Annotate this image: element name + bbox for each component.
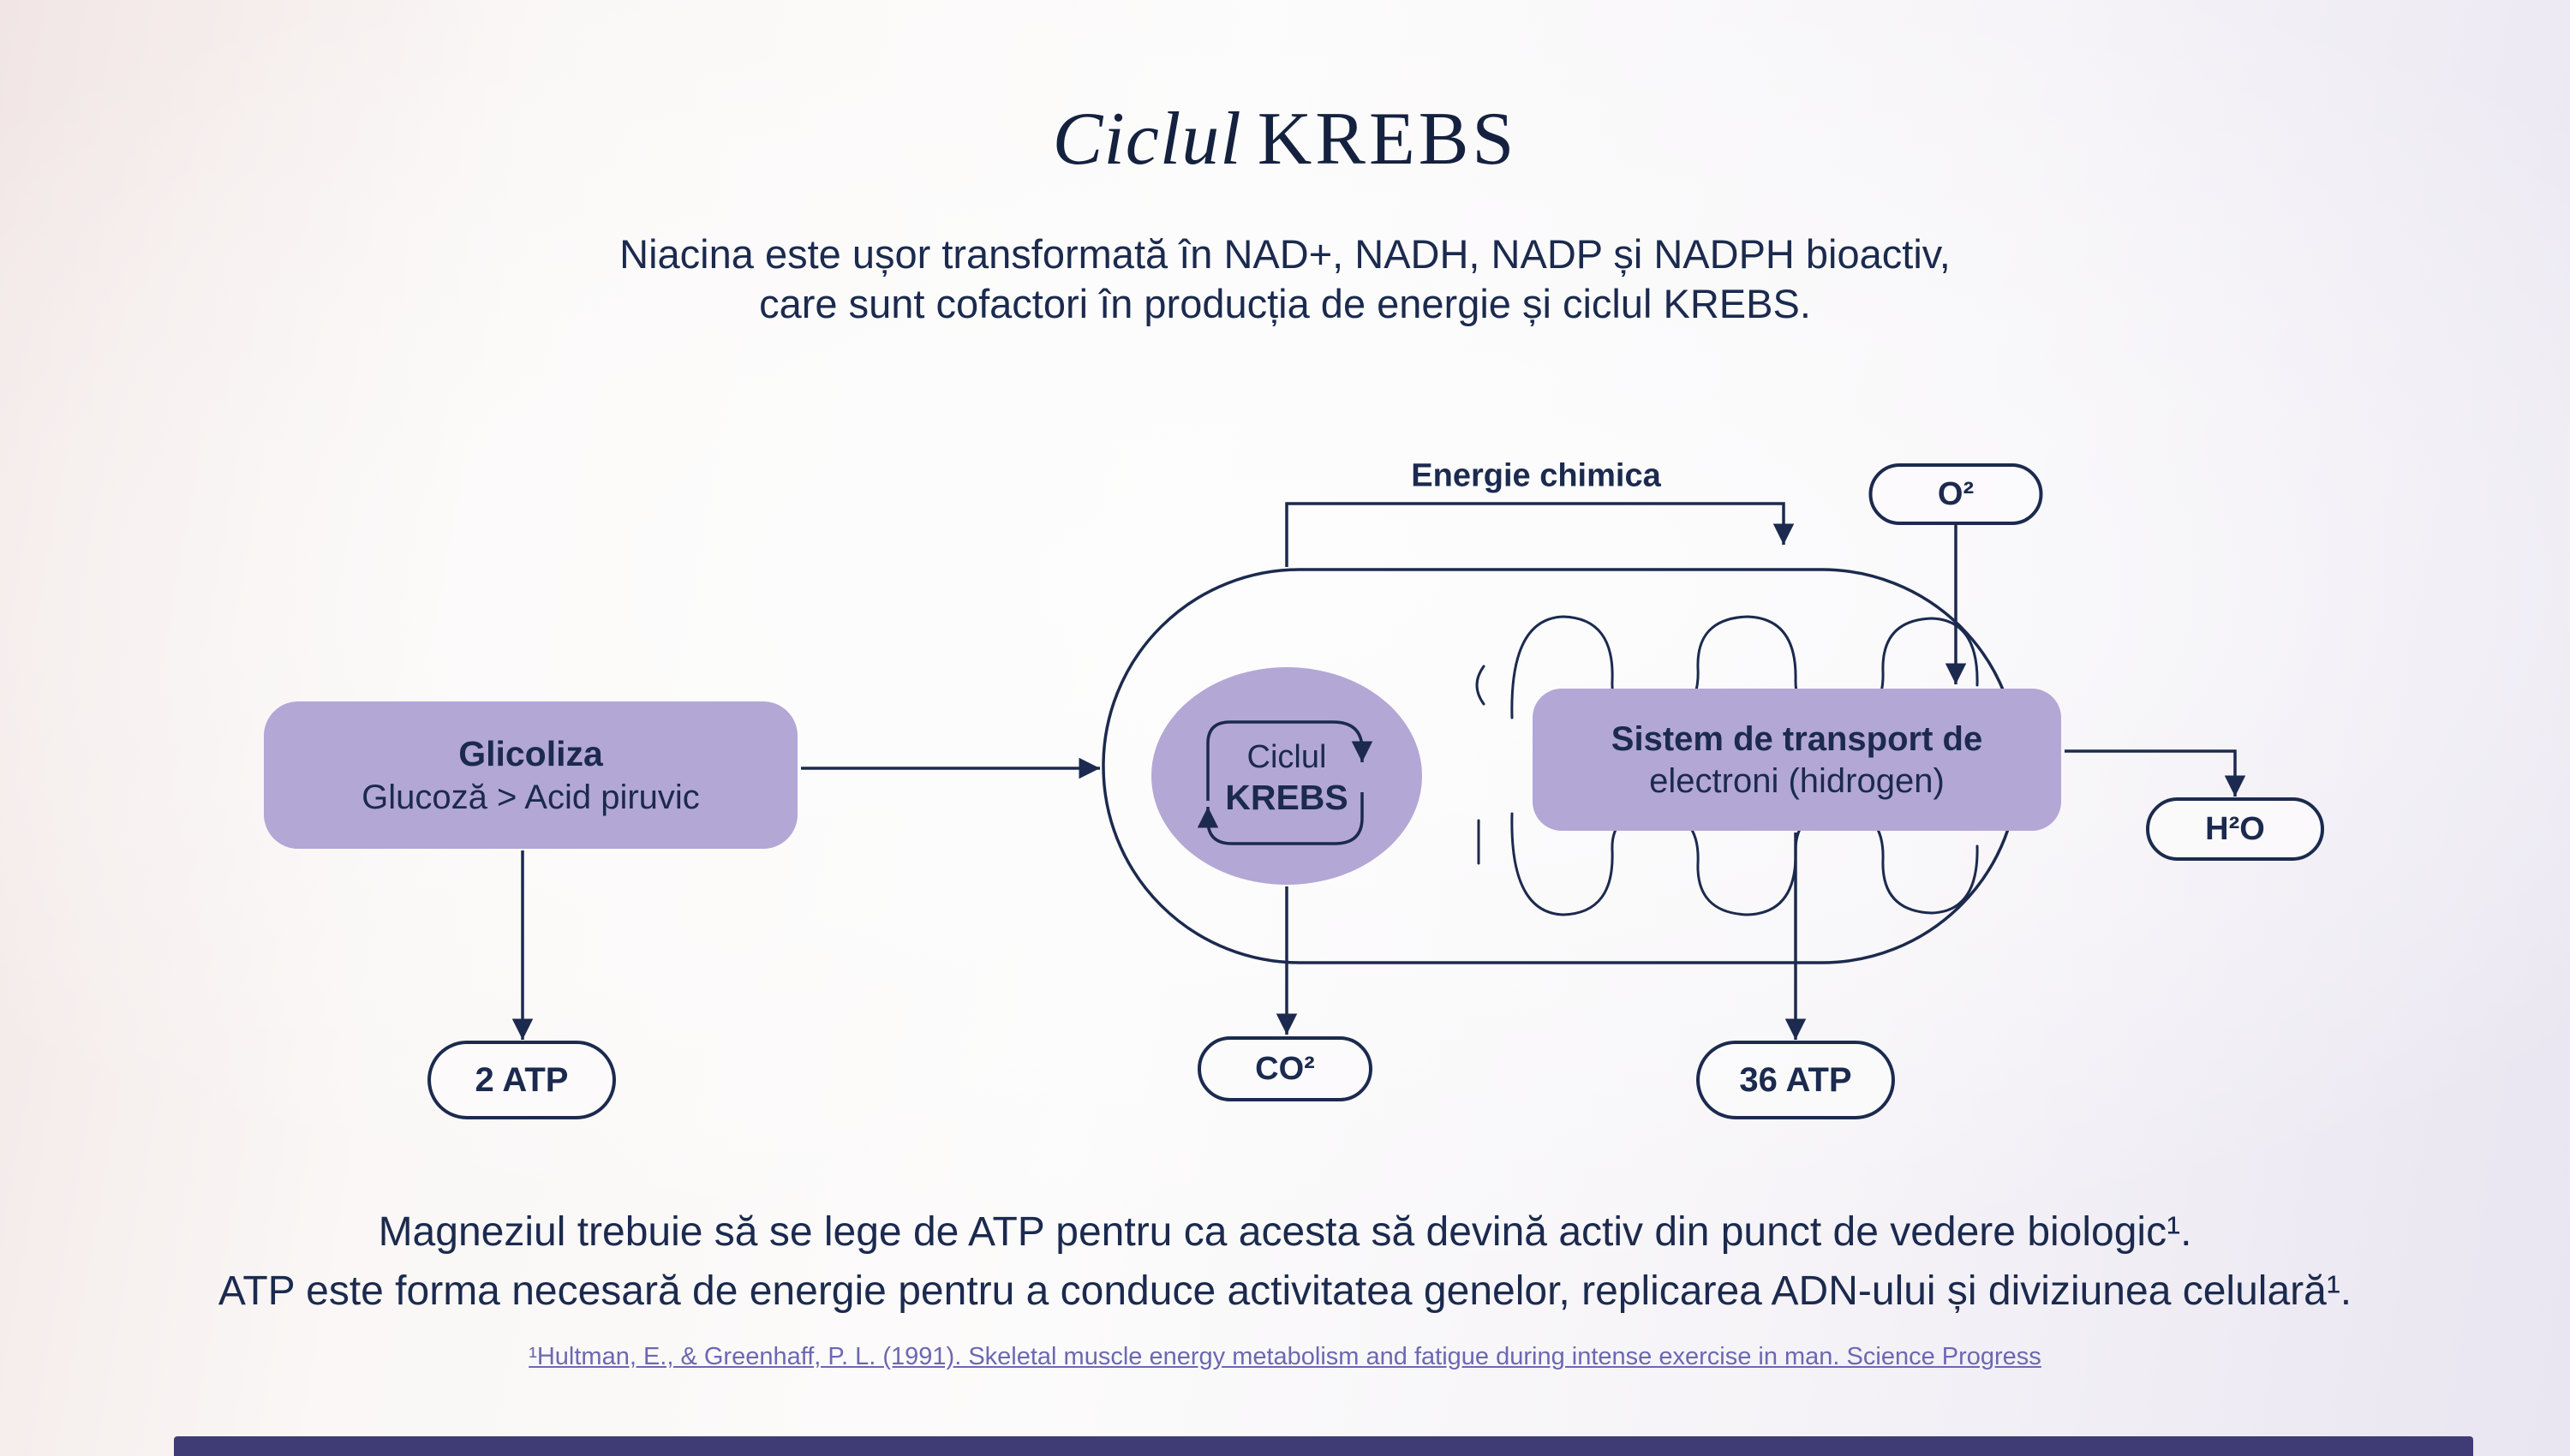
intro-text-line2: care sunt cofactori în producția de ener… [759,281,1811,326]
o2-pill: O² [1868,463,2043,525]
intro-text: Niacina este ușor transformată în NAD+, … [0,230,2570,329]
glicoliza-subtitle: Glucoză > Acid piruvic [362,779,700,816]
magnesium-atp-text-line1: Magneziul trebuie să se lege de ATP pent… [378,1209,2192,1255]
intro-text-line1: Niacina este ușor transformată în NAD+, … [619,231,1951,277]
magnesium-atp-text-line2: ATP este forma necesară de energie pentr… [218,1268,2352,1314]
co2-pill: CO² [1198,1036,1372,1101]
krebs-cycle-label-line1: Ciclul [1246,739,1327,775]
krebs-cycle-ellipse [1151,667,1422,885]
citation-row: ¹Hultman, E., & Greenhaff, P. L. (1991).… [0,1343,2570,1371]
magnesium-atp-text: Magneziul trebuie să se lege de ATP pent… [0,1202,2570,1321]
cristae-bottom-squiggle [1510,807,1979,916]
glicoliza-title: Glicoliza [458,734,603,773]
cristae-top-squiggle [1510,615,1979,725]
page-title-italic-part: Ciclul [1052,98,1242,181]
arrow-energie-chimica [1285,502,1795,567]
h2o-pill: H²O [2146,797,2324,861]
footer-accent-bar [174,1436,2473,1456]
electron-transport-box: Sistem de transport de electroni (hidrog… [1533,689,2061,831]
citation-link[interactable]: ¹Hultman, E., & Greenhaff, P. L. (1991).… [529,1343,2041,1370]
2atp-pill: 2 ATP [427,1041,616,1119]
electron-transport-line1: Sistem de transport de [1611,720,1983,758]
electron-transport-line2: electroni (hidrogen) [1649,762,1945,800]
arrow-transport-to-h2o [2065,749,2246,797]
glicoliza-box: Glicoliza Glucoză > Acid piruvic [264,701,798,849]
36atp-pill: 36 ATP [1696,1041,1895,1119]
krebs-cycle-label-line2: KREBS [1225,778,1348,817]
cristae-arc-mark [1475,665,1485,706]
cycle-loop-top-arrow-icon [1206,720,1373,801]
page-title-main-part: KREBS [1257,98,1518,181]
krebs-cycle-label: Ciclul KREBS [1225,737,1348,818]
energie-chimica-label: Energie chimica [1411,457,1661,494]
cycle-loop-bottom-arrow-icon [1197,792,1364,845]
